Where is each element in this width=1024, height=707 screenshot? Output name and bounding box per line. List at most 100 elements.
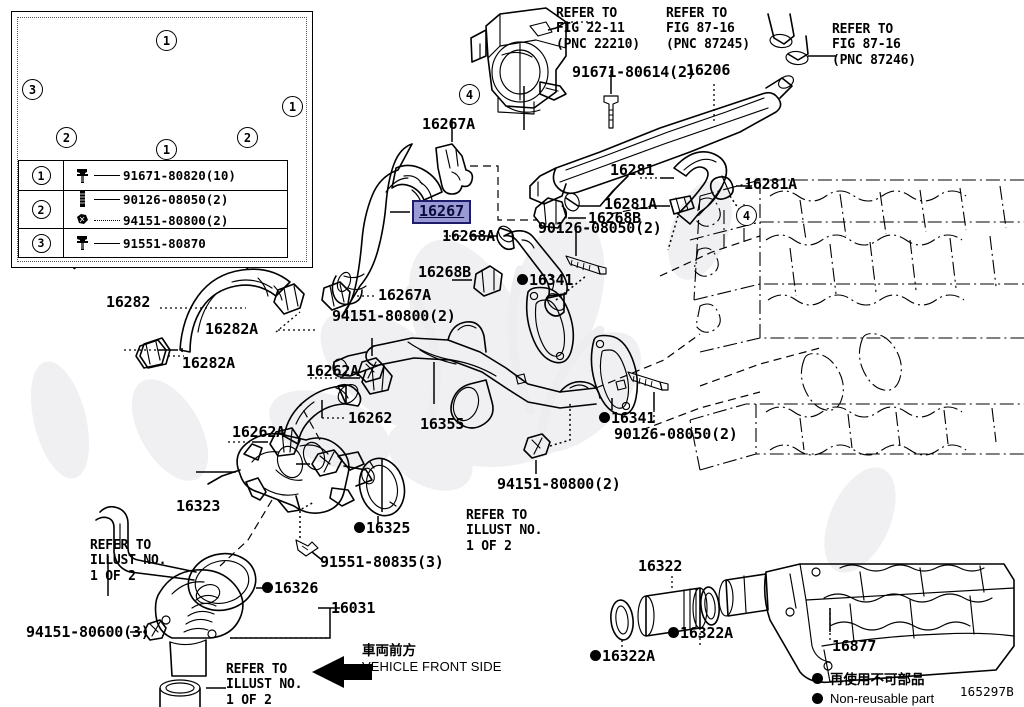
label-16282A-lower[interactable]: 16282A bbox=[182, 354, 235, 372]
label-94151-80800-upper[interactable]: 94151-80800(2) bbox=[332, 307, 456, 325]
legend-dot-icon bbox=[812, 693, 823, 704]
inset-inner-border bbox=[17, 17, 307, 262]
table-row: 3 91551-80870 bbox=[19, 229, 287, 257]
clamp-16267A-top bbox=[435, 118, 538, 221]
figure-code: 165297B bbox=[959, 684, 1014, 699]
part-line: 91671-80820(10) bbox=[71, 167, 287, 185]
clamp-16267A-mid bbox=[321, 281, 376, 311]
label-16267A-mid[interactable]: 16267A bbox=[378, 286, 431, 304]
label-16323[interactable]: 16323 bbox=[176, 497, 221, 515]
clamp-16282A-upper bbox=[273, 283, 305, 333]
label-16355[interactable]: 16355 bbox=[420, 415, 465, 433]
label-90126-08050-lower[interactable]: 90126-08050(2) bbox=[614, 425, 738, 443]
background-watermark bbox=[30, 180, 896, 573]
label-16341-upper[interactable]: 16341 bbox=[529, 271, 574, 289]
reference-line-2: ILLUST NO. bbox=[90, 553, 167, 569]
inset-callout-1-top: 1 bbox=[156, 30, 177, 51]
table-row: 2 90126-08050(2) 9415 bbox=[19, 191, 287, 229]
label-16206[interactable]: 16206 bbox=[686, 61, 731, 79]
legend-row-en: Non-reusable part bbox=[812, 691, 934, 706]
label-16262[interactable]: 16262 bbox=[348, 409, 393, 427]
part-line: 90126-08050(2) bbox=[71, 190, 287, 208]
label-16322A-left[interactable]: 16322A bbox=[602, 647, 655, 665]
clamp-16268B-left bbox=[452, 265, 503, 297]
reference-line-3: 1 OF 2 bbox=[466, 538, 512, 554]
front-side-arrow bbox=[312, 656, 372, 688]
reference-line-3: (PNC 87245) bbox=[666, 36, 750, 52]
label-16268B-left[interactable]: 16268B bbox=[418, 263, 471, 281]
reference-line-3: 1 OF 2 bbox=[90, 568, 136, 584]
label-94151-80800-lower[interactable]: 94151-80800(2) bbox=[497, 475, 621, 493]
sleeve-16322 bbox=[610, 573, 769, 656]
label-16326[interactable]: 16326 bbox=[274, 579, 319, 597]
non-reusable-dot-16325 bbox=[354, 522, 365, 533]
label-16031[interactable]: 16031 bbox=[331, 599, 376, 617]
label-16282A-upper[interactable]: 16282A bbox=[205, 320, 258, 338]
non-reusable-legend: 再使用不可部品 Non-reusable part bbox=[812, 668, 934, 707]
table-row-values: 90126-08050(2) 94151-80800(2) bbox=[64, 191, 287, 228]
reference-line-2: ILLUST NO. bbox=[466, 523, 543, 539]
engine-block-phantom bbox=[595, 179, 1024, 471]
label-16281A-left[interactable]: 16281A bbox=[604, 195, 657, 213]
part-number: 94151-80800(2) bbox=[123, 212, 229, 228]
table-row-key: 3 bbox=[19, 229, 64, 257]
part-number: 91551-80870 bbox=[123, 235, 206, 251]
label-91551-80835[interactable]: 91551-80835(3) bbox=[320, 553, 444, 571]
reference-line-1: REFER TO bbox=[832, 22, 894, 37]
bolt-icon bbox=[77, 168, 88, 183]
non-reusable-dot-16322A-left bbox=[590, 650, 601, 661]
water-pipe-16355 bbox=[332, 320, 627, 429]
nut-icon bbox=[77, 214, 88, 224]
reference-line-2: ILLUST NO. bbox=[226, 677, 303, 693]
inset-parts-table: 1 91671-80820(10) 2 bbox=[18, 160, 288, 258]
non-reusable-dot-16322A-right bbox=[668, 627, 679, 638]
throttle-body-assembly bbox=[470, 7, 600, 130]
non-reusable-dot-16326 bbox=[262, 582, 273, 593]
label-16322A-right[interactable]: 16322A bbox=[680, 624, 733, 642]
part-line: 94151-80800(2) bbox=[71, 211, 287, 229]
label-16322[interactable]: 16322 bbox=[638, 557, 683, 575]
inset-callout-3: 3 bbox=[22, 79, 43, 100]
bolt-91551-80835 bbox=[295, 501, 323, 561]
inset-callout-2-left: 2 bbox=[56, 127, 77, 148]
label-16268A[interactable]: 16268A bbox=[442, 227, 495, 245]
label-16281A-right[interactable]: 16281A bbox=[744, 175, 797, 193]
legend-text-en: Non-reusable part bbox=[830, 691, 935, 706]
legend-text-jp: 再使用不可部品 bbox=[830, 672, 925, 688]
nut-94151-80600 bbox=[130, 619, 167, 641]
non-reusable-dot-16341-upper bbox=[517, 274, 528, 285]
label-16877[interactable]: 16877 bbox=[832, 637, 877, 655]
label-94151-80600[interactable]: 94151-80600(3) bbox=[26, 623, 150, 641]
leader-line bbox=[94, 219, 120, 221]
label-16268B-right[interactable]: 16268B bbox=[588, 209, 641, 227]
water-pipe-16206 bbox=[529, 13, 836, 212]
label-16282[interactable]: 16282 bbox=[106, 293, 151, 311]
vehicle-front-side-annotation: 車両前方 VEHICLE FRONT SIDE bbox=[362, 643, 502, 674]
label-91671-80614[interactable]: 91671-80614(2) bbox=[572, 63, 696, 81]
label-16262A-upper[interactable]: 16262A bbox=[306, 362, 359, 380]
label-16267A-top[interactable]: 16267A bbox=[422, 115, 475, 133]
clamp-16268B-right bbox=[533, 197, 586, 229]
part-number: 90126-08050(2) bbox=[123, 191, 229, 207]
label-16341-lower[interactable]: 16341 bbox=[611, 409, 656, 427]
inset-callout-2-right: 2 bbox=[237, 127, 258, 148]
gasket-16341-lower bbox=[590, 334, 639, 416]
table-row-values: 91671-80820(10) bbox=[64, 161, 287, 190]
stud-bolt-icon bbox=[80, 191, 85, 207]
selected-part-number-16267[interactable]: 16267 bbox=[412, 200, 472, 224]
label-90126-08050-upper[interactable]: 90126-08050(2) bbox=[538, 219, 662, 237]
label-16325[interactable]: 16325 bbox=[366, 519, 411, 537]
label-16262A-lower[interactable]: 16262A bbox=[232, 423, 285, 441]
hose-16267 bbox=[331, 143, 443, 317]
label-16281[interactable]: 16281 bbox=[610, 161, 655, 179]
inset-callout-1-right: 1 bbox=[282, 96, 303, 117]
table-row-key: 2 bbox=[19, 191, 64, 228]
